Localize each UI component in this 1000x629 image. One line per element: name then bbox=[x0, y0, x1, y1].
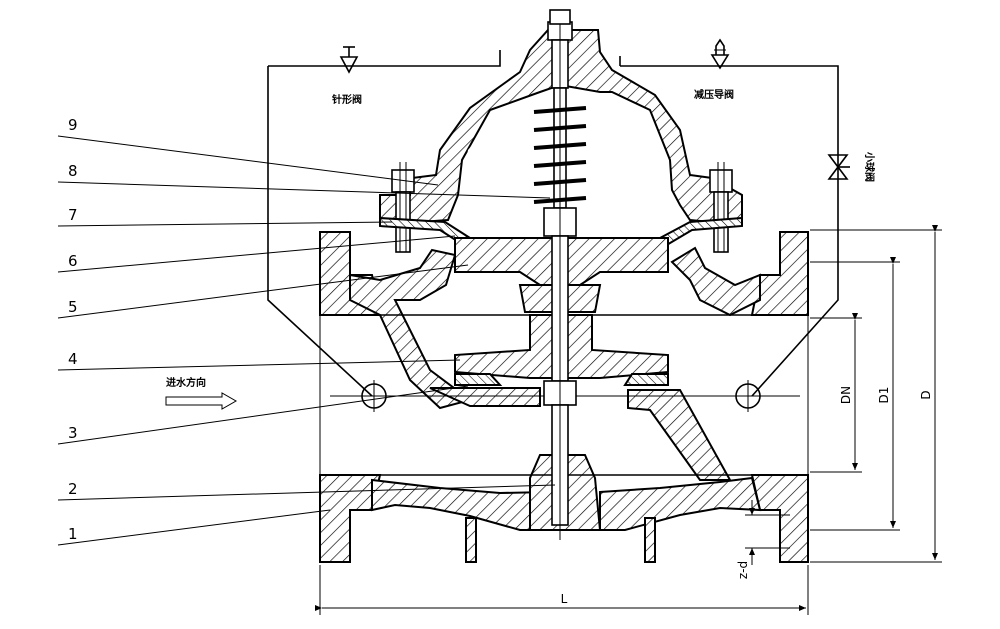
pressure-tap-left bbox=[361, 380, 387, 412]
dim-dn-label: DN bbox=[839, 386, 853, 404]
part-leaders bbox=[57, 135, 556, 546]
part-number-9: 9 bbox=[68, 116, 78, 134]
dim-zd-label: z-d bbox=[736, 561, 750, 579]
pressure-pilot-icon bbox=[710, 38, 730, 70]
inflow-direction-label: 进水方向 bbox=[166, 376, 206, 389]
dimension-lines bbox=[315, 225, 942, 615]
needle-valve-label: 针形阀 bbox=[332, 93, 362, 106]
needle-valve-icon bbox=[339, 46, 359, 74]
ball-valve-label: 小球阀 bbox=[863, 151, 876, 182]
dim-d1-label: D1 bbox=[877, 387, 891, 404]
part-number-8: 8 bbox=[68, 162, 78, 180]
pressure-tap-right bbox=[735, 380, 761, 412]
part-number-1: 1 bbox=[68, 525, 78, 543]
pressure-pilot-label: 减压导阀 bbox=[694, 88, 734, 101]
part-number-5: 5 bbox=[68, 298, 78, 316]
dim-d-label: D bbox=[919, 390, 933, 399]
spring bbox=[533, 106, 587, 204]
bolt-left bbox=[391, 162, 415, 253]
part-number-3: 3 bbox=[68, 424, 78, 442]
part-numbers: 9 8 7 6 5 4 3 2 1 bbox=[68, 116, 78, 543]
seal-disc bbox=[454, 373, 669, 386]
bolt-right bbox=[709, 162, 733, 253]
inflow-arrow-icon bbox=[165, 392, 238, 410]
part-number-4: 4 bbox=[68, 350, 78, 368]
dim-l-label: L bbox=[561, 592, 568, 606]
part-number-7: 7 bbox=[68, 206, 78, 224]
part-number-6: 6 bbox=[68, 252, 78, 270]
part-number-2: 2 bbox=[68, 480, 78, 498]
ball-valve-icon bbox=[827, 154, 850, 180]
